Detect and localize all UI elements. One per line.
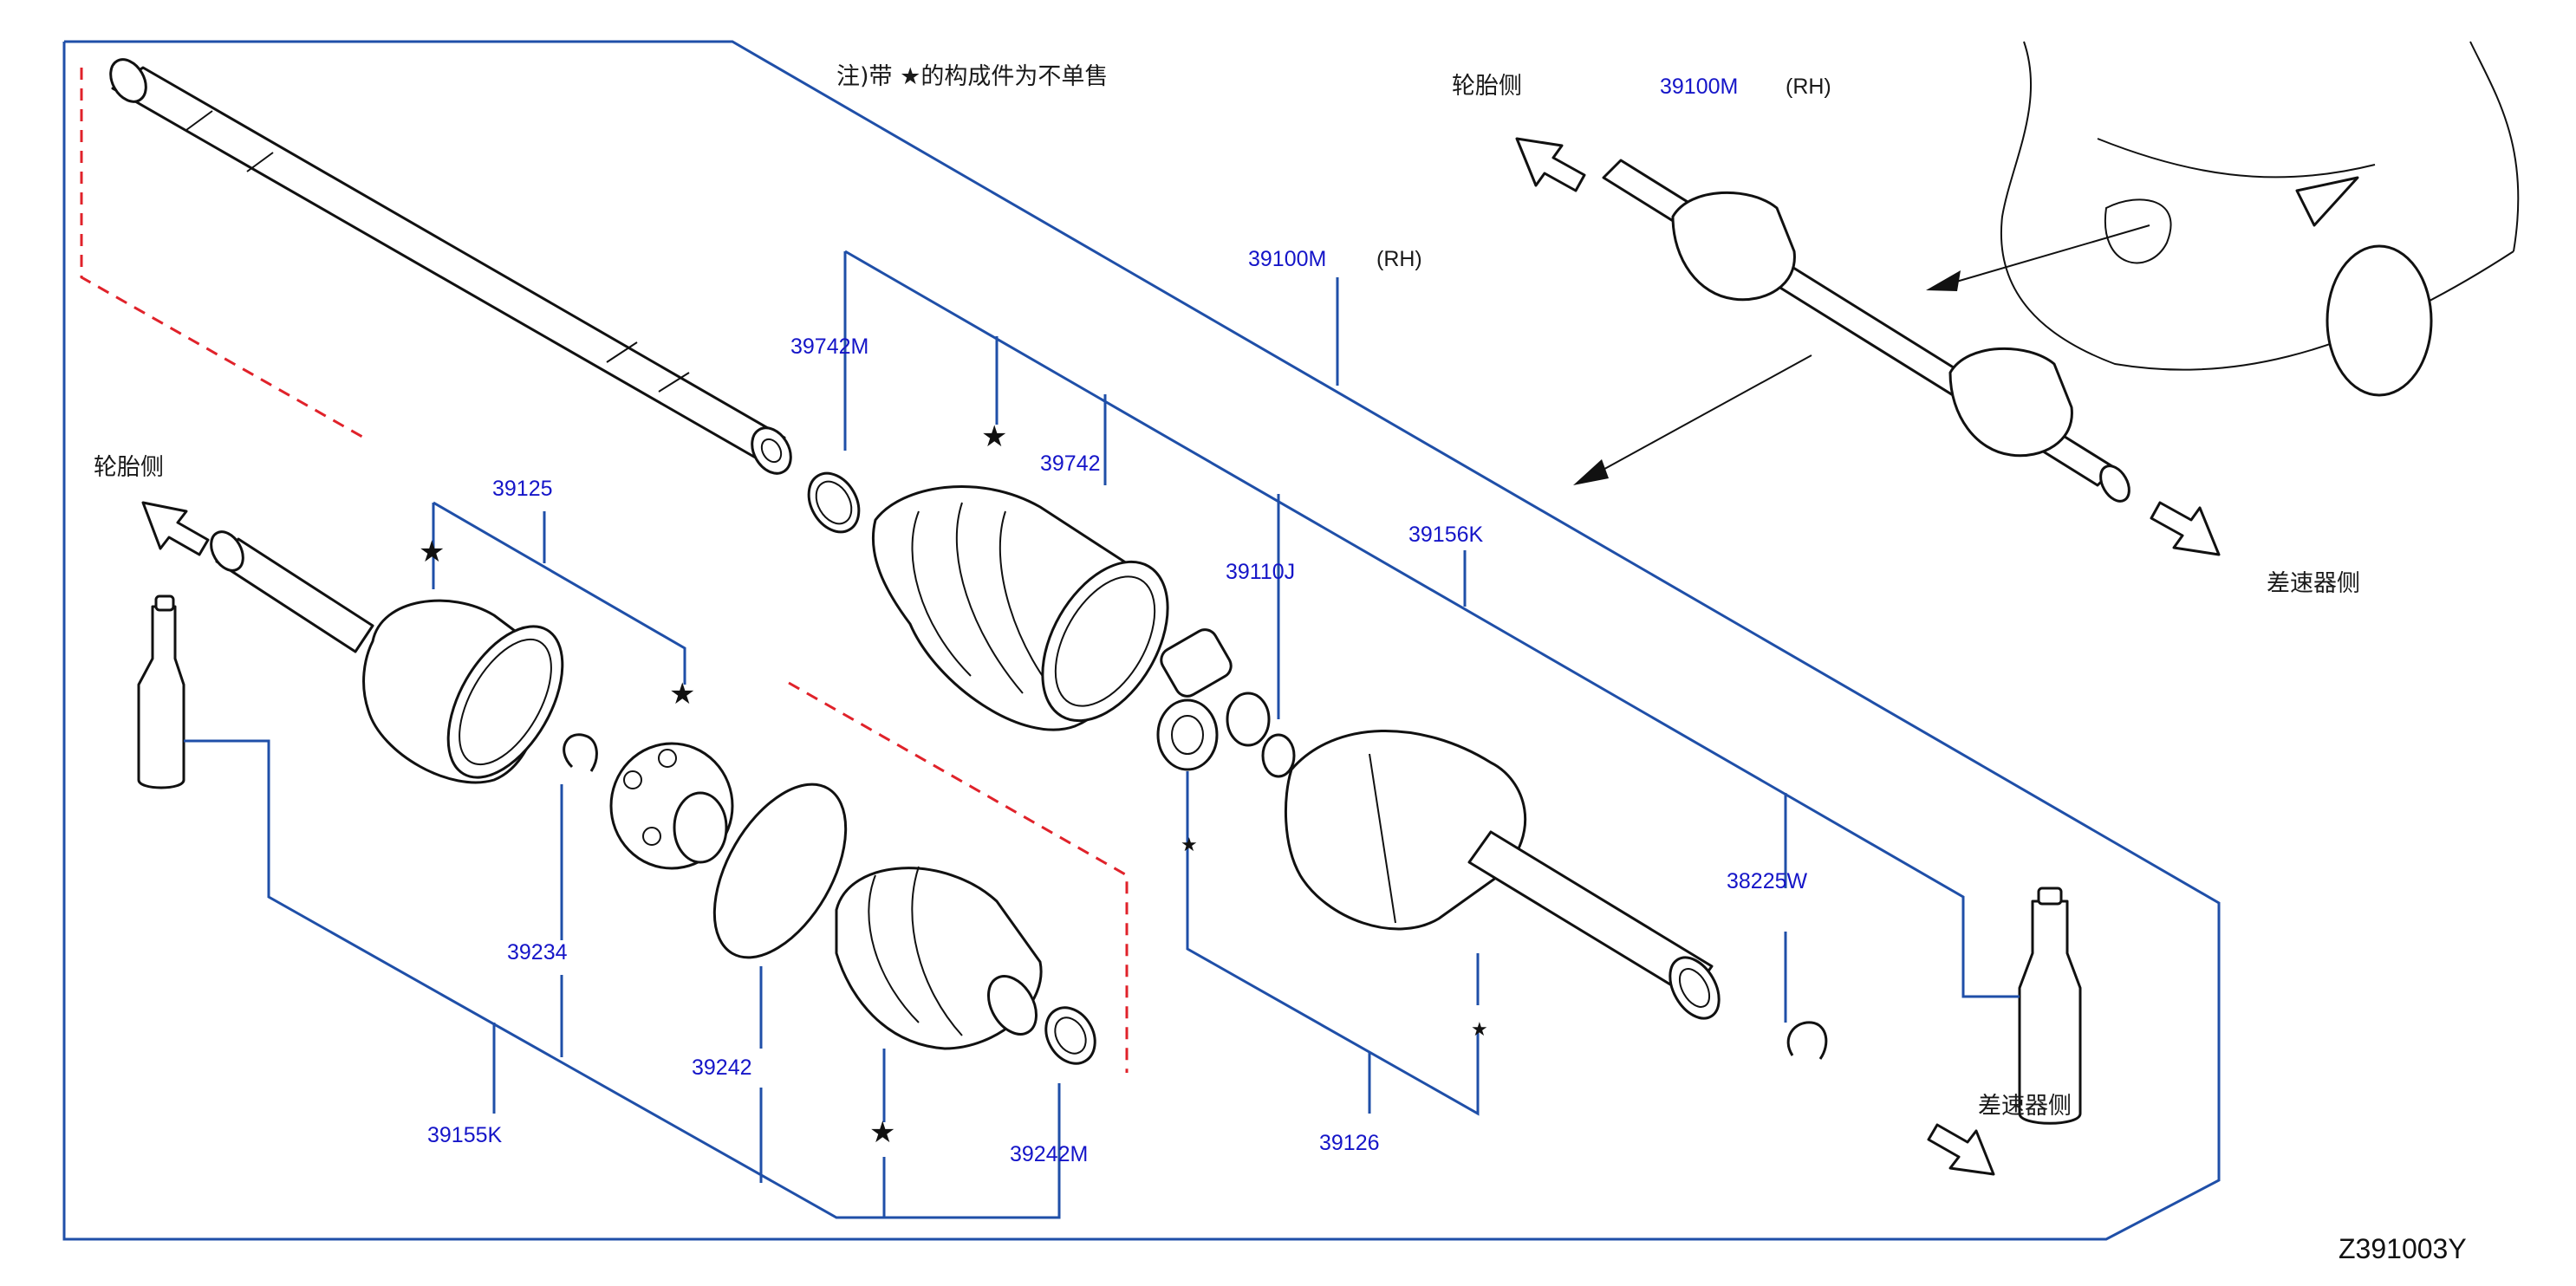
- part-number-39156K: 39156K: [1408, 523, 1484, 547]
- outer-boot: [835, 866, 1043, 1050]
- inner-boot: [871, 484, 1169, 731]
- star-marker: ★: [669, 677, 695, 711]
- diff-side-arrow-bottom: [1927, 1123, 1995, 1176]
- star-marker: ★: [1181, 835, 1198, 856]
- snap-ring-39110J: [1261, 733, 1296, 778]
- boot-band-39242M: [1044, 1006, 1096, 1065]
- boot-band-39242: [712, 783, 848, 959]
- part-number-39234: 39234: [507, 940, 568, 964]
- inner-joint-housing: [1284, 729, 1721, 1020]
- tripod-joint: [1156, 628, 1271, 771]
- part-number-38225W: 38225W: [1727, 869, 1808, 893]
- boot-band-39742M: [807, 471, 861, 534]
- vehicle-inset: [1515, 41, 2520, 556]
- snap-ring-38225W: [1786, 1021, 1828, 1060]
- diff-side-label-inset: 差速器侧: [2267, 570, 2360, 597]
- tire-side-label-main: 轮胎侧: [94, 454, 164, 481]
- tire-side-arrow-left: [141, 501, 210, 556]
- figure-code: Z391003Y: [2339, 1233, 2467, 1264]
- star-markers: ★ ★ ★ ★ ★ ★: [419, 419, 1488, 1150]
- star-marker: ★: [981, 419, 1007, 454]
- part-number-39110J: 39110J: [1226, 560, 1295, 584]
- dashed-line-top: [80, 68, 369, 442]
- dashed-line-middle: [788, 681, 1129, 1073]
- snap-ring-39234: [563, 733, 598, 772]
- part-number-39242: 39242: [692, 1055, 752, 1080]
- part-number-39242M: 39242M: [1010, 1142, 1088, 1166]
- part-number-39100M-inset: 39100M: [1660, 75, 1738, 99]
- note-text: 注)带 ★的构成件为不单售: [836, 63, 1108, 90]
- grease-tube-left: [137, 594, 185, 789]
- main-shaft: [109, 58, 792, 475]
- rh-label-inset: (RH): [1786, 75, 1831, 99]
- part-number-39125: 39125: [492, 477, 553, 501]
- star-marker: ★: [869, 1115, 895, 1150]
- diff-side-label-main: 差速器侧: [1978, 1093, 2072, 1120]
- part-number-39742M: 39742M: [790, 334, 868, 359]
- tire-side-label-inset: 轮胎侧: [1452, 73, 1522, 100]
- part-number-39742: 39742: [1040, 451, 1101, 476]
- rh-label: (RH): [1376, 247, 1422, 271]
- part-number-39155K: 39155K: [427, 1123, 503, 1147]
- star-marker: ★: [419, 535, 445, 569]
- part-number-39100M: 39100M: [1248, 247, 1326, 271]
- leader-lines: [184, 250, 2020, 1219]
- part-number-39126: 39126: [1319, 1131, 1380, 1155]
- main-frame-outline: [62, 40, 2221, 1241]
- star-marker: ★: [1471, 1019, 1488, 1041]
- outer-cv-joint: [210, 530, 564, 784]
- inner-race-cage: [609, 742, 734, 870]
- grease-tube-right: [2018, 887, 2082, 1125]
